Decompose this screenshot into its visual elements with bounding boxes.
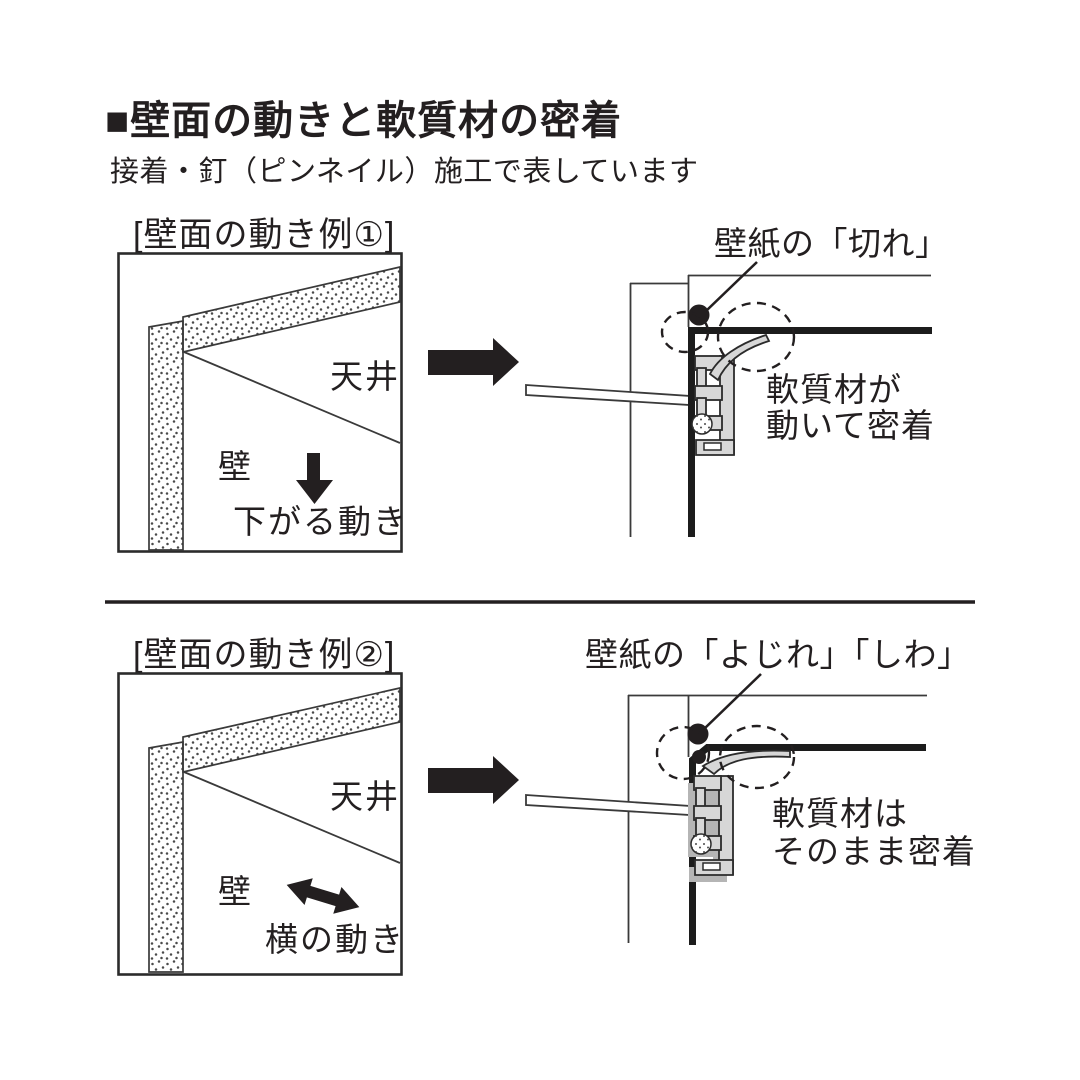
- movement-text-1: 下がる動き: [233, 503, 408, 540]
- ceiling-panel-board-2: [525, 794, 691, 816]
- wall-band-2: [148, 740, 184, 973]
- callout-leader-2: [703, 673, 762, 730]
- example2-group: [壁面の動き例②] 天井 壁 横の動き 壁紙の「よじ: [117, 636, 976, 976]
- page-subtitle: 接着・釘（ピンネイル）施工で表しています: [110, 155, 699, 188]
- result-text-2-line1: 軟質材は: [772, 795, 908, 832]
- callout-text-2: 壁紙の「よじれ」「しわ」: [585, 636, 971, 673]
- ceiling-panel-board-1: [525, 384, 691, 406]
- flexible-lip-1: [708, 333, 771, 382]
- wall-text-1: 壁: [218, 448, 253, 485]
- ceiling-text-1: 天井: [330, 358, 400, 395]
- corner-line-2: [183, 771, 401, 864]
- transition-arrow-1: [428, 338, 519, 386]
- callout-text-1: 壁紙の「切れ」: [714, 225, 949, 262]
- horizontal-double-arrow: [286, 878, 360, 914]
- movement-text-2: 横の動き: [265, 921, 405, 958]
- wallpaper-kink-dot: [692, 750, 706, 764]
- page-title: ■壁面の動きと軟質材の密着: [105, 99, 622, 143]
- highlight-ellipse-small-2: [655, 725, 711, 781]
- highlight-ellipse-small-1: [660, 310, 710, 354]
- wall-band-1: [148, 319, 184, 551]
- highlight-ellipse-large-2: [718, 724, 796, 790]
- corner-line-1: [183, 351, 401, 444]
- wall-text-2: 壁: [218, 873, 253, 910]
- result-text-1-line1: 軟質材が: [766, 371, 902, 408]
- detail1-group: 壁紙の「切れ」 軟質材が 動いて密着: [525, 225, 949, 537]
- flexible-lip-2: [701, 749, 791, 776]
- example2-label: [壁面の動き例②]: [133, 636, 395, 674]
- highlight-ellipse-large-1: [716, 301, 796, 373]
- example1-label: [壁面の動き例①]: [133, 216, 395, 254]
- result-text-1-line2: 動いて密着: [766, 407, 935, 444]
- detail2-group: 壁紙の「よじれ」「しわ」 軟質材は そのまま密着: [525, 636, 976, 945]
- result-text-2-line2: そのまま密着: [772, 833, 976, 870]
- example1-group: [壁面の動き例①] 天井 壁 下がる動き: [117, 216, 949, 553]
- callout-leader-1: [705, 261, 758, 312]
- ceiling-text-2: 天井: [330, 778, 400, 815]
- down-arrow: [296, 453, 333, 504]
- transition-arrow-2: [428, 756, 519, 804]
